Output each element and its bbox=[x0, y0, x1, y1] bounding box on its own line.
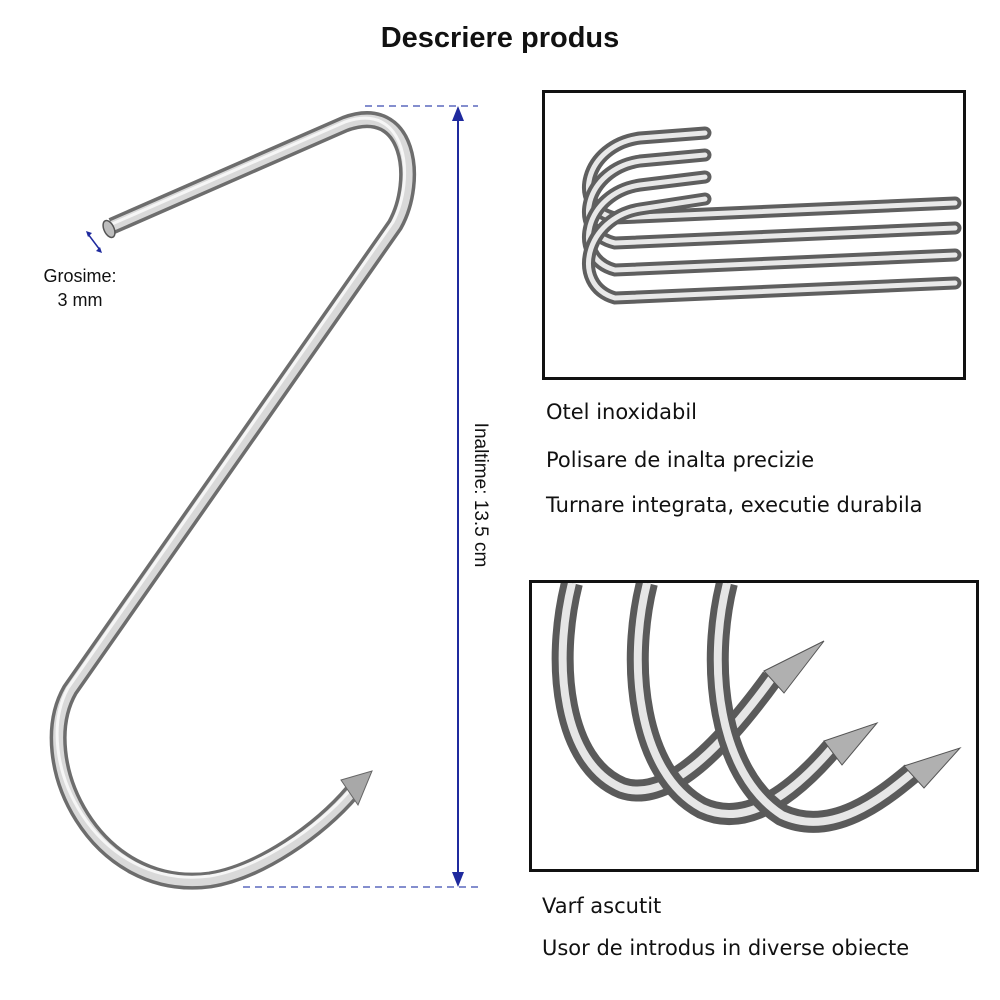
page-title: Descriere produs bbox=[380, 22, 620, 54]
feature-easy-insert: Usor de introdus in diverse obiecte bbox=[542, 936, 910, 960]
thickness-label: Grosime: 3 mm bbox=[30, 264, 130, 312]
stacked-hooks-photo bbox=[542, 90, 966, 380]
thickness-marker bbox=[86, 231, 102, 253]
stacked-hook-2 bbox=[582, 148, 962, 250]
hook-cut-end bbox=[102, 219, 116, 239]
feature-material: Otel inoxidabil bbox=[546, 400, 697, 424]
s-hook-shape bbox=[49, 111, 417, 890]
feature-sharp-tip: Varf ascutit bbox=[542, 894, 662, 918]
stacked-hook-4 bbox=[582, 192, 962, 305]
height-label: Inaltime: 13.5 cm bbox=[470, 422, 491, 568]
feature-casting: Turnare integrata, executie durabila bbox=[546, 493, 923, 517]
height-dimension-line bbox=[243, 105, 478, 888]
hook-tips-photo bbox=[529, 580, 979, 872]
thickness-label-value: 3 mm bbox=[57, 290, 103, 310]
hook-tip bbox=[340, 770, 373, 807]
feature-polish: Polisare de inalta precizie bbox=[546, 448, 815, 472]
stacked-hook-3 bbox=[582, 170, 962, 277]
hook-tip-2 bbox=[626, 583, 879, 825]
thickness-label-title: Grosime: bbox=[43, 266, 117, 286]
hook-tip-3 bbox=[706, 583, 962, 833]
hook-tip-1 bbox=[551, 583, 825, 802]
stacked-hook-1 bbox=[582, 126, 962, 225]
